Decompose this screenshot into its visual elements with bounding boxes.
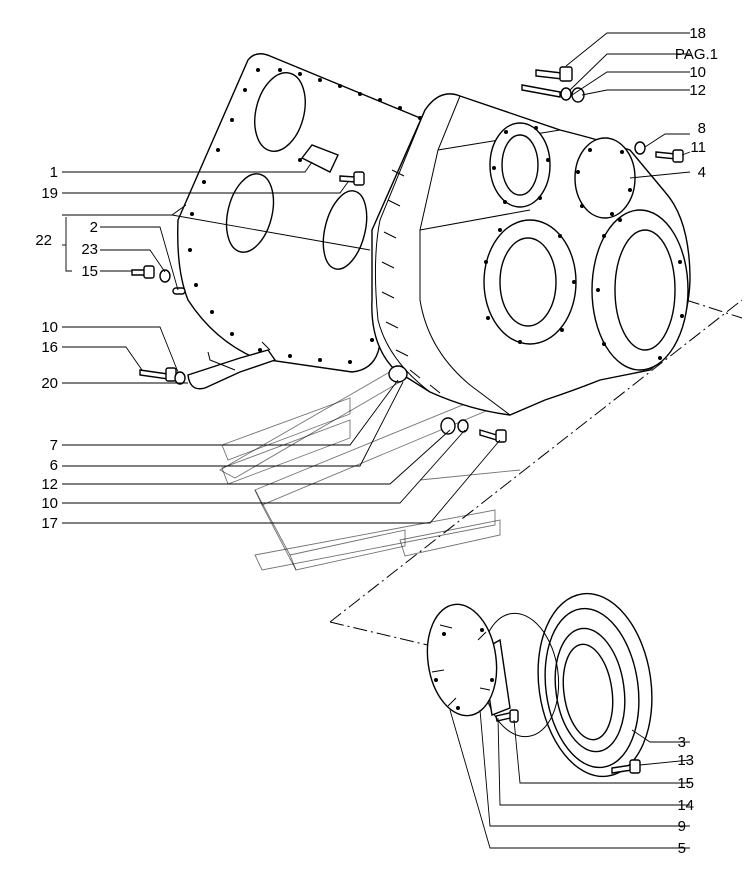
callout-14: 14 [677,797,694,814]
callout-9: 9 [678,818,686,835]
callout-19: 19 [41,185,58,202]
top-cover [574,137,636,219]
callout-7: 7 [50,437,58,454]
callout-22: 22 [35,232,52,249]
leader-lines [62,32,691,849]
callout-15-lower: 15 [677,775,694,792]
callout-13: 13 [677,752,694,769]
callout-1: 1 [50,164,58,181]
callout-5: 5 [678,840,686,857]
fasteners [131,66,684,443]
callout-pag1: PAG.1 [675,46,718,63]
callout-12-left: 12 [41,476,58,493]
small-plate [300,144,339,173]
callout-10-lower: 10 [41,495,58,512]
callout-18: 18 [689,25,706,42]
support-bracket [187,349,277,390]
callout-10-left: 10 [41,319,58,336]
gearbox-housing [371,93,691,416]
callout-15-left: 15 [81,263,98,280]
callout-20: 20 [41,375,58,392]
callout-6: 6 [50,457,58,474]
callout-23: 23 [81,241,98,258]
housing-bolt-holes [484,126,684,360]
callout-16: 16 [41,339,58,356]
lower-assembly [426,592,653,778]
callout-12-top: 12 [689,82,706,99]
callout-4: 4 [698,164,706,181]
callout-11: 11 [690,139,706,156]
callout-8: 8 [698,120,706,137]
callout-labels: 18 PAG.1 10 12 8 11 4 1 19 2 22 23 15 10… [35,25,718,857]
callout-10-top: 10 [689,64,706,81]
separator-line [329,299,743,623]
callout-2: 2 [90,219,98,236]
separator-line-right [685,299,743,319]
callout-3: 3 [678,734,686,751]
callout-17: 17 [41,515,58,532]
cover-plate [177,53,433,373]
